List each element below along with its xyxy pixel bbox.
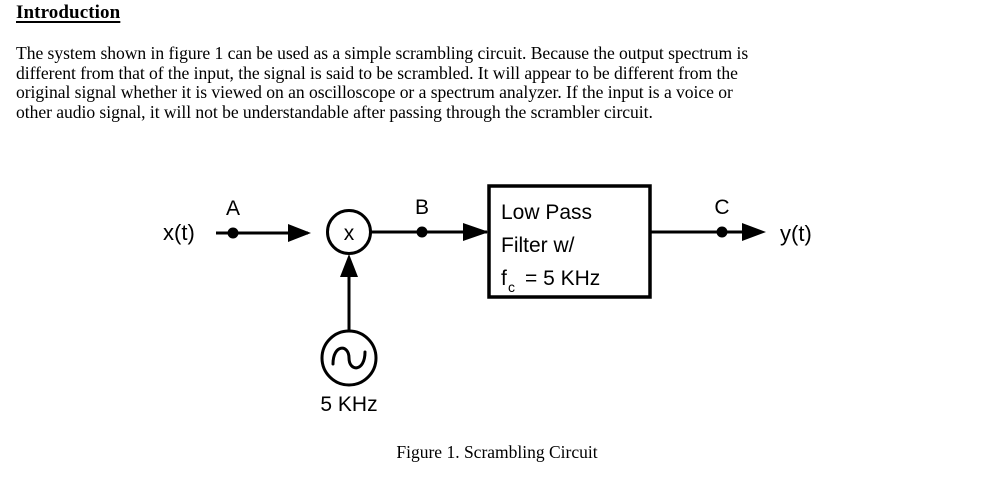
node-label-b: B — [415, 196, 429, 219]
arrowhead-oscillator — [340, 254, 358, 277]
intro-paragraph: The system shown in figure 1 can be used… — [16, 43, 978, 122]
oscillator-frequency-label: 5 KHz — [320, 393, 377, 416]
page-title: Introduction — [16, 2, 121, 23]
arrowhead-filter-input — [463, 223, 489, 241]
paragraph-line: The system shown in figure 1 can be used… — [16, 43, 749, 63]
filter-label-line2: Filter w/ — [501, 234, 575, 257]
paragraph-line: different from that of the input, the si… — [16, 62, 738, 83]
node-dot-b — [416, 226, 428, 238]
input-signal-label: x(t) — [163, 220, 195, 245]
paragraph-line: other audio signal, it will not be under… — [16, 101, 653, 122]
output-signal-label: y(t) — [780, 221, 812, 246]
oscillator-circle — [320, 329, 378, 387]
paragraph-line: original signal whether it is viewed on … — [16, 82, 733, 103]
filter-cutoff-value: = 5 KHz — [525, 267, 600, 290]
filter-cutoff-subscript: c — [508, 279, 515, 295]
sine-wave-icon — [331, 346, 367, 370]
arrowhead-input — [288, 224, 311, 242]
low-pass-filter-box — [487, 184, 652, 299]
multiplier-symbol: x — [344, 222, 355, 245]
filter-label-line1: Low Pass — [501, 201, 592, 224]
node-dot-c — [716, 226, 728, 238]
node-label-a: A — [226, 197, 240, 220]
arrowhead-output — [742, 223, 766, 241]
multiplier-circle — [326, 209, 372, 255]
filter-cutoff-variable: f — [501, 267, 507, 290]
node-dot-a — [227, 227, 239, 239]
node-label-c: C — [714, 196, 729, 219]
figure-caption: Figure 1. Scrambling Circuit — [396, 442, 598, 462]
